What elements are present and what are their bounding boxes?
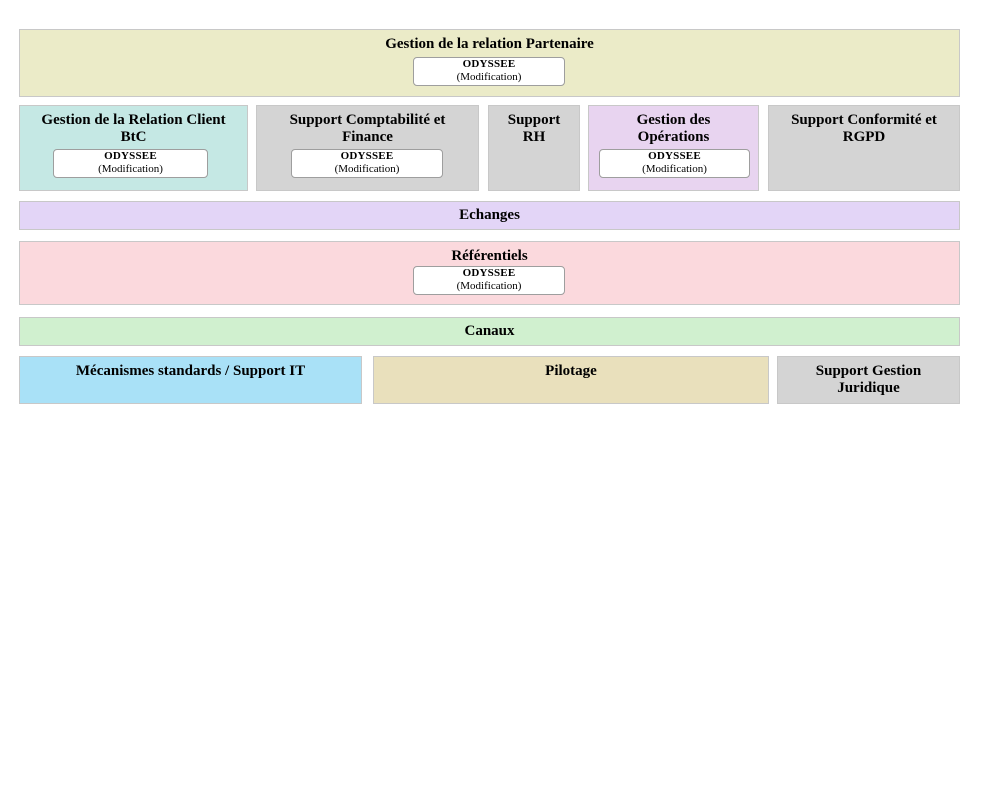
block-title-gestion-relation-client-btc: Gestion de la Relation Client BtC [41, 112, 226, 145]
block-title-support-conformite-rgpd: Support Conformité et RGPD [791, 112, 937, 145]
block-mecanismes-standards-support-it[interactable]: Mécanismes standards / Support IT [19, 356, 362, 404]
block-title-support-rh: Support RH [507, 112, 561, 145]
app-name-gestion-relation-partenaire: ODYSSEE [462, 58, 516, 70]
block-title-support-gestion-juridique: Support Gestion Juridique [815, 363, 922, 396]
block-gestion-relation-client-btc[interactable]: Gestion de la Relation Client BtC ODYSSEE… [19, 105, 248, 191]
block-title-gestion-des-operations: Gestion des Opérations [636, 112, 711, 145]
app-status-gestion-des-operations: (Modification) [642, 163, 707, 175]
block-title-echanges: Echanges [459, 207, 520, 223]
app-status-gestion-relation-partenaire: (Modification) [456, 71, 522, 83]
block-canaux[interactable]: Canaux [19, 317, 960, 346]
block-title-referentiels: Référentiels [451, 248, 528, 264]
block-support-gestion-juridique[interactable]: Support Gestion Juridique [777, 356, 960, 404]
block-title-gestion-relation-partenaire: Gestion de la relation Partenaire [385, 36, 594, 52]
app-name-support-comptabilite-finance: ODYSSEE [340, 150, 394, 162]
block-support-conformite-rgpd[interactable]: Support Conformité et RGPD [768, 105, 960, 191]
app-status-gestion-relation-client-btc: (Modification) [98, 163, 163, 175]
block-title-mecanismes-standards-support-it: Mécanismes standards / Support IT [75, 363, 306, 379]
block-title-canaux: Canaux [464, 323, 515, 339]
block-echanges[interactable]: Echanges [19, 201, 960, 230]
app-box-gestion-des-operations[interactable]: ODYSSEE(Modification) [599, 149, 750, 178]
app-status-support-comptabilite-finance: (Modification) [334, 163, 400, 175]
app-name-gestion-des-operations: ODYSSEE [648, 150, 701, 162]
app-box-gestion-relation-partenaire[interactable]: ODYSSEE(Modification) [413, 57, 565, 86]
app-name-referentiels: ODYSSEE [462, 267, 516, 279]
block-pilotage[interactable]: Pilotage [373, 356, 769, 404]
block-title-support-comptabilite-finance: Support Comptabilité et Finance [289, 112, 446, 145]
block-title-pilotage: Pilotage [545, 363, 597, 379]
app-name-gestion-relation-client-btc: ODYSSEE [104, 150, 157, 162]
app-box-referentiels[interactable]: ODYSSEE(Modification) [413, 266, 565, 295]
app-status-referentiels: (Modification) [456, 280, 522, 292]
app-box-support-comptabilite-finance[interactable]: ODYSSEE(Modification) [291, 149, 443, 178]
app-box-gestion-relation-client-btc[interactable]: ODYSSEE(Modification) [53, 149, 208, 178]
block-support-rh[interactable]: Support RH [488, 105, 580, 191]
